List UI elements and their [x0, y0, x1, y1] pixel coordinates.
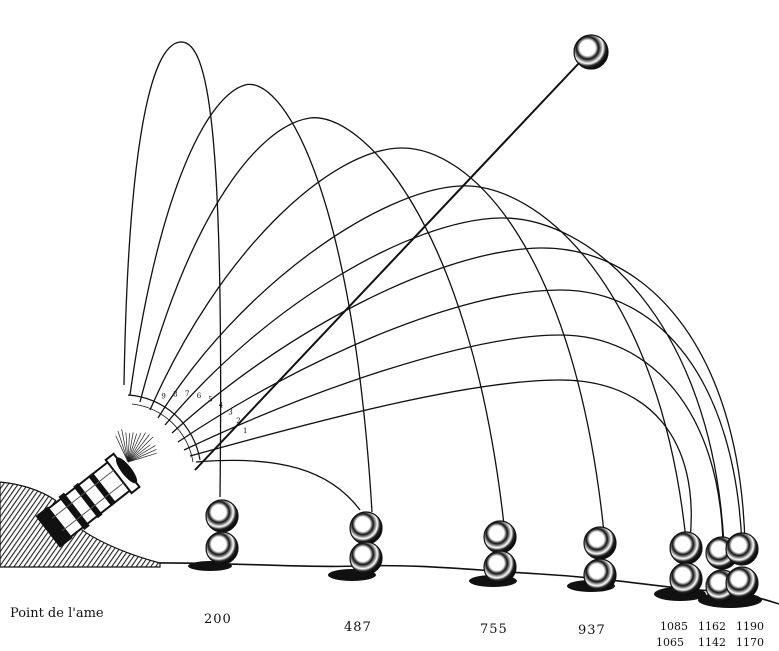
cannonball — [584, 527, 616, 559]
aiming-rays — [116, 429, 157, 462]
trajectory-5 — [158, 186, 686, 540]
distance-label: 1065 — [656, 636, 684, 649]
distance-label: 1190 — [736, 620, 764, 633]
caption-point-de-lame: Point de l'ame — [10, 606, 104, 621]
trajectory-9 — [184, 335, 723, 545]
vertical-shot-ball — [574, 35, 608, 69]
quadrant-digit: 6 — [197, 392, 202, 400]
distance-label: 755 — [480, 622, 508, 637]
vertical-shot-line — [195, 62, 580, 470]
cannonballs — [206, 500, 758, 602]
cannonball — [484, 551, 516, 583]
cannonball — [670, 563, 702, 595]
cannonball — [726, 533, 758, 565]
cannonball — [670, 532, 702, 564]
distance-label: 487 — [344, 620, 372, 635]
distance-label: 1170 — [736, 636, 764, 649]
trajectory-10 — [190, 380, 691, 540]
cannonball — [484, 521, 516, 553]
trajectory-2 — [130, 84, 372, 512]
quadrant-digit: 9 — [161, 393, 165, 401]
quadrant-digit: 7 — [185, 390, 189, 398]
trajectory-1 — [124, 42, 221, 497]
distance-label: 937 — [578, 623, 606, 638]
cannonball — [206, 532, 238, 564]
cannonball — [726, 567, 758, 599]
trajectory-4 — [150, 148, 604, 533]
cannonball — [206, 500, 238, 532]
cannonball — [584, 559, 616, 591]
trajectory-7 — [172, 248, 745, 545]
cannonball — [350, 542, 382, 574]
quadrant-digit: 1 — [243, 427, 247, 435]
distance-label: 1142 — [698, 636, 726, 649]
trajectories — [124, 42, 745, 545]
distance-label: 1162 — [698, 620, 726, 633]
distance-label: 200 — [204, 612, 232, 627]
quadrant-arc-inner — [132, 404, 193, 462]
cannonball — [350, 512, 382, 544]
distance-label: 1085 — [660, 620, 688, 633]
